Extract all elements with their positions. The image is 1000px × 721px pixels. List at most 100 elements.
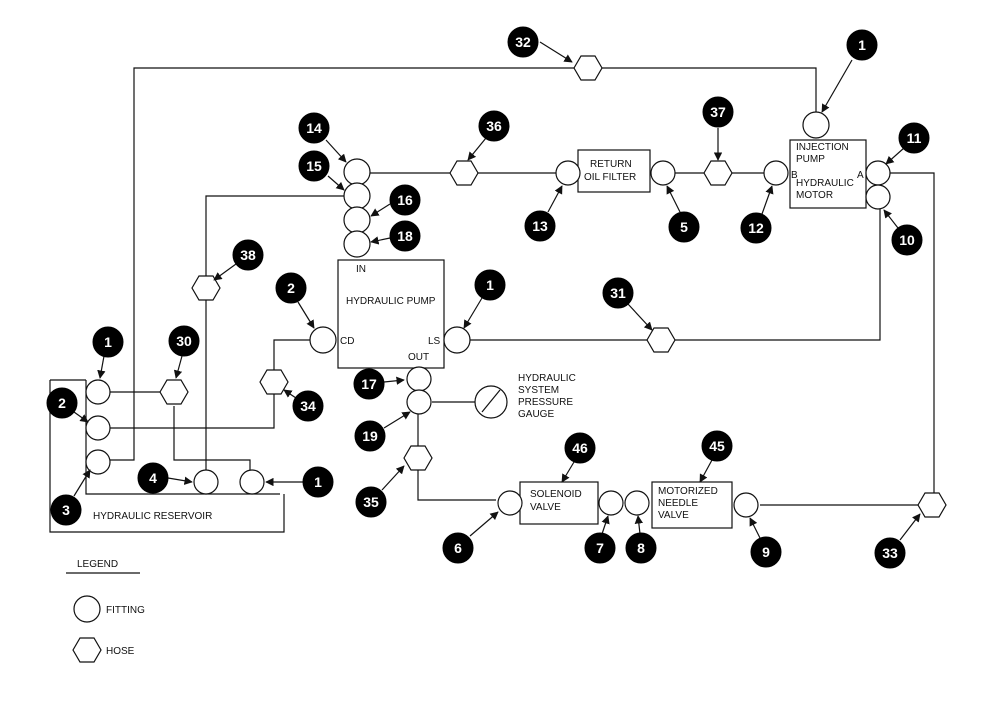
callout-34	[292, 390, 324, 422]
callout-14	[298, 112, 330, 144]
callout-46-text: 46	[572, 440, 588, 456]
fitting-18	[343, 230, 371, 258]
leader-11	[885, 147, 905, 165]
leader-36	[467, 137, 487, 161]
callout-15	[298, 150, 330, 182]
callout-3	[50, 494, 82, 526]
fitting-1-ls	[443, 326, 471, 354]
callout-8	[625, 532, 657, 564]
callout-16	[389, 184, 421, 216]
leader-12	[761, 185, 774, 215]
fitting-9	[733, 492, 759, 518]
legend-fitting-label: FITTING	[106, 605, 145, 616]
needle-label-2: NEEDLE	[658, 498, 698, 509]
leader-35	[381, 465, 405, 491]
leader-5	[666, 185, 681, 213]
leader-1-ls	[463, 297, 483, 329]
hose-line-33	[890, 172, 935, 505]
fitting-15	[343, 182, 371, 210]
hose-line-32	[108, 67, 817, 461]
legend-hose-label: HOSE	[106, 646, 135, 657]
callout-46	[564, 432, 596, 464]
callout-1-injection-text: 1	[858, 37, 866, 53]
leader-13	[547, 185, 563, 213]
fitting-10	[865, 184, 891, 210]
hose-33	[917, 492, 947, 518]
callout-45	[701, 430, 733, 462]
callout-36-text: 36	[486, 118, 502, 134]
legend-title: LEGEND	[77, 559, 118, 570]
callout-10	[891, 224, 923, 256]
fitting-17	[406, 366, 432, 392]
leader-15	[327, 175, 345, 191]
callout-1-reservoir-bottom-text: 1	[314, 474, 322, 490]
pressure-line-35	[417, 414, 496, 501]
callout-17-text: 17	[361, 376, 377, 392]
fittings	[85, 111, 891, 518]
callout-30	[168, 325, 200, 357]
fitting-1-reservoir	[85, 379, 111, 405]
gauge-label-2: SYSTEM	[518, 385, 559, 396]
hydraulic-pump	[337, 259, 445, 369]
callout-16-text: 16	[397, 192, 413, 208]
fitting-6	[497, 490, 523, 516]
injection-pump-motor	[789, 139, 867, 209]
fitting-13	[555, 160, 581, 186]
callout-2-reservoir-text: 2	[58, 395, 66, 411]
legend-hose-icon	[72, 637, 102, 663]
motorized-needle-valve	[651, 481, 733, 529]
leader-18	[370, 236, 391, 245]
fitting-19	[406, 389, 432, 415]
fitting-16	[343, 206, 371, 234]
fitting-1-injection	[802, 111, 830, 139]
leader-33	[899, 513, 921, 541]
hydraulic-reservoir	[49, 380, 285, 533]
hose-line-38	[205, 195, 344, 470]
callout-30-text: 30	[176, 333, 192, 349]
leader-6	[469, 511, 499, 537]
callout-2-cd-text: 2	[287, 280, 295, 296]
leader-17	[383, 376, 405, 385]
pump-port-out: OUT	[408, 352, 429, 363]
fitting-2-cd	[309, 326, 337, 354]
callout-38	[232, 239, 264, 271]
callout-19	[354, 420, 386, 452]
callout-7-text: 7	[596, 540, 604, 556]
callout-11-text: 11	[907, 130, 922, 146]
callout-17	[353, 368, 385, 400]
callout-3-text: 3	[62, 502, 70, 518]
leader-1-injection	[821, 59, 853, 113]
callout-1-ls-text: 1	[486, 277, 494, 293]
callout-2-cd	[275, 272, 307, 304]
leader-46	[561, 461, 575, 483]
leader-30	[173, 355, 183, 379]
callout-6	[442, 532, 474, 564]
leader-4	[167, 476, 193, 485]
callout-32	[507, 26, 539, 58]
legend: LEGEND FITTING HOSE	[66, 559, 145, 663]
hose-line-31	[470, 208, 881, 341]
callout-14-text: 14	[306, 120, 322, 136]
callout-5	[668, 211, 700, 243]
hose-37	[703, 160, 733, 186]
leader-10	[883, 209, 899, 229]
leader-31	[627, 303, 653, 331]
callout-9-text: 9	[762, 544, 770, 560]
callout-4	[137, 462, 169, 494]
motor-label-3: HYDRAULIC	[796, 178, 854, 189]
fitting-12	[763, 160, 789, 186]
hose-38	[191, 275, 221, 301]
leader-3	[73, 469, 91, 497]
callout-9	[750, 536, 782, 568]
callout-18	[389, 220, 421, 252]
callout-1-reservoir	[92, 326, 124, 358]
solenoid-valve	[519, 481, 599, 525]
callout-33	[874, 537, 906, 569]
pump-label: HYDRAULIC PUMP	[346, 296, 436, 307]
leader-9	[749, 517, 761, 539]
hose-31	[646, 327, 676, 353]
fitting-4-reservoir	[193, 469, 219, 495]
callout-35	[355, 486, 387, 518]
filter-label-1: RETURN	[590, 159, 632, 170]
